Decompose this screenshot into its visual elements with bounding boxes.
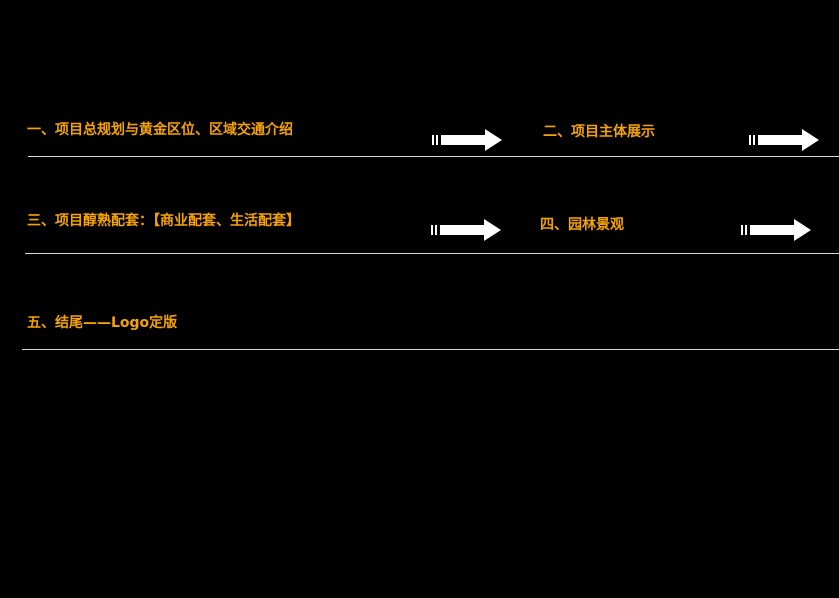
divider [28, 156, 839, 157]
divider [25, 253, 839, 254]
menu-item-5[interactable]: 五、结尾——Logo定版 [27, 315, 178, 331]
right-arrow-icon[interactable] [430, 219, 502, 241]
menu-item-3[interactable]: 三、项目醇熟配套：【商业配套、生活配套】 [27, 213, 300, 229]
right-arrow-icon[interactable] [748, 129, 820, 151]
menu-item-2[interactable]: 二、项目主体展示 [543, 124, 655, 140]
right-arrow-icon[interactable] [431, 129, 503, 151]
divider [22, 349, 839, 350]
menu-item-1[interactable]: 一、项目总规划与黄金区位、区域交通介绍 [27, 122, 293, 138]
right-arrow-icon[interactable] [740, 219, 812, 241]
menu-item-4[interactable]: 四、园林景观 [540, 217, 624, 233]
